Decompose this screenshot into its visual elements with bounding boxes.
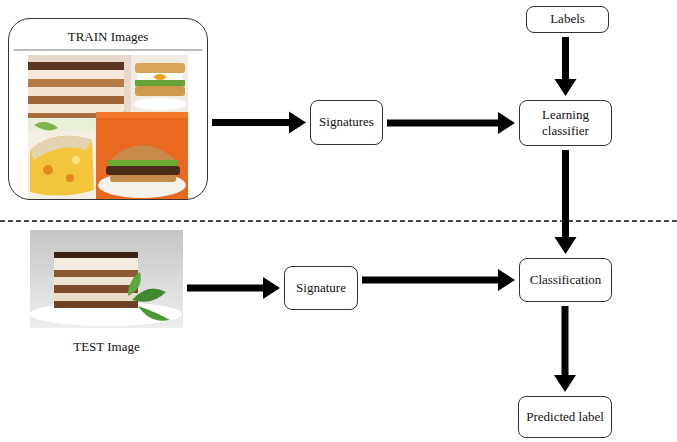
arrow-shaft xyxy=(562,306,569,377)
arrow-shaft xyxy=(562,37,569,81)
box-label: Classification xyxy=(520,272,611,288)
box-label: Labels xyxy=(527,11,608,27)
arrow-head xyxy=(498,112,515,134)
arrow-shaft xyxy=(212,119,291,126)
test-image: TEST Image xyxy=(30,230,183,355)
sandwich-photo xyxy=(131,55,188,113)
arrow-shaft xyxy=(387,120,500,127)
arrow-shaft xyxy=(562,150,569,239)
process-box: Signatures xyxy=(310,100,383,145)
caption: TEST Image xyxy=(30,339,183,355)
flow-arrow xyxy=(212,112,306,134)
image-panel: TRAIN Images xyxy=(8,18,208,200)
box-label: Learning classifier xyxy=(520,107,611,140)
caption: TRAIN Images xyxy=(9,29,207,45)
process-box: Learning classifier xyxy=(519,100,612,146)
output-box: Predicted label xyxy=(518,396,612,438)
flow-arrow xyxy=(554,306,576,392)
flow-arrow xyxy=(362,269,515,291)
flow-arrow xyxy=(387,112,515,134)
test-tiramisu-photo xyxy=(30,230,183,328)
arrow-head xyxy=(289,112,306,134)
arrow-head xyxy=(555,79,577,96)
input-box: Labels xyxy=(526,6,609,33)
burger-photo xyxy=(96,112,188,200)
process-box: Signature xyxy=(284,266,358,310)
arrow-shaft xyxy=(362,277,500,284)
arrow-head xyxy=(555,237,577,254)
arrow-head xyxy=(498,269,515,291)
box-label: Signature xyxy=(285,280,357,296)
flow-arrow xyxy=(555,150,577,254)
header-rule xyxy=(14,50,202,51)
process-box: Classification xyxy=(519,258,612,302)
box-label: Signatures xyxy=(311,114,382,130)
arrow-shaft xyxy=(187,285,265,292)
arrow-head xyxy=(263,277,280,299)
arrow-head xyxy=(554,375,576,392)
flow-arrow xyxy=(555,37,577,96)
box-label: Predicted label xyxy=(519,409,611,425)
flow-arrow xyxy=(187,277,280,299)
dashed-separator xyxy=(0,220,677,222)
burrito-photo xyxy=(28,118,98,200)
